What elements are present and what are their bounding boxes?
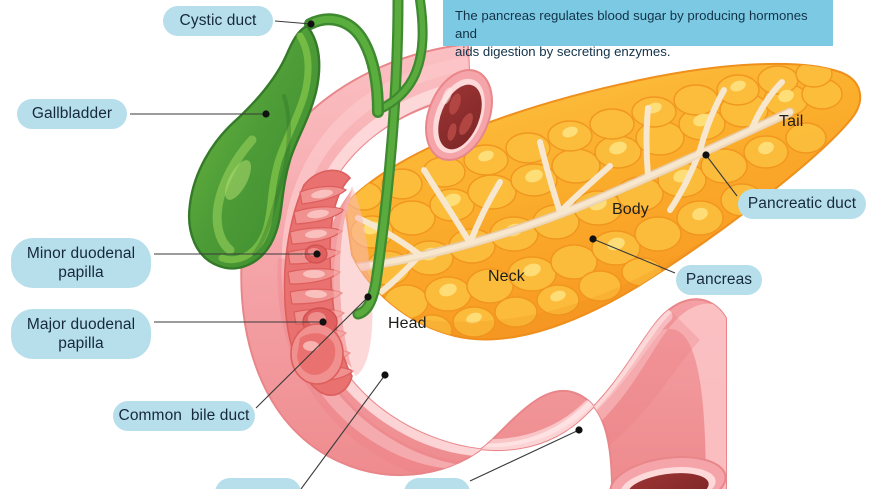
label-cystic-duct: Cystic duct bbox=[163, 6, 273, 36]
head-pointer-leader bbox=[300, 374, 386, 489]
label-common-bile-duct: Common bile duct bbox=[113, 401, 255, 431]
label-head: Head bbox=[388, 315, 427, 332]
duodenum-leader bbox=[469, 429, 580, 482]
label-tail: Tail bbox=[779, 113, 804, 130]
cystic-duct-leader bbox=[274, 20, 312, 25]
ampulla-region bbox=[290, 323, 344, 385]
pancreatic-duct-tree bbox=[347, 79, 795, 303]
info-caption: The pancreas regulates blood sugar by pr… bbox=[443, 0, 833, 59]
common-bile-duct-leader bbox=[255, 296, 369, 409]
bile-duct-system bbox=[304, 0, 428, 320]
duodenum-cut-end-lower bbox=[609, 456, 727, 489]
gallbladder bbox=[187, 24, 321, 270]
label-minor-papilla: Minor duodenal papilla bbox=[11, 238, 151, 288]
pancreas-leader-dot bbox=[589, 235, 597, 243]
label-major-papilla: Major duodenal papilla bbox=[11, 309, 151, 359]
label-bottom-label-right bbox=[404, 478, 470, 489]
label-body: Body bbox=[612, 201, 649, 218]
common-bile-duct-leader-dot bbox=[364, 293, 372, 301]
label-neck: Neck bbox=[488, 268, 525, 285]
gallbladder-leader-dot bbox=[262, 110, 270, 118]
pancreatic-duct-leader bbox=[705, 154, 738, 197]
leader-lines bbox=[130, 20, 738, 489]
leader-dots bbox=[262, 20, 710, 434]
duodenum-cut-end-upper bbox=[425, 68, 493, 162]
major-papilla-leader-dot bbox=[319, 318, 327, 326]
head-pointer-leader-dot bbox=[381, 371, 389, 379]
label-pancreatic-duct: Pancreatic duct bbox=[738, 189, 866, 219]
duodenum-leader-dot bbox=[575, 426, 583, 434]
label-bottom-label-left bbox=[215, 478, 301, 489]
cystic-duct-leader-dot bbox=[307, 20, 315, 28]
label-gallbladder: Gallbladder bbox=[17, 99, 127, 129]
label-pancreas: Pancreas bbox=[676, 265, 762, 295]
pancreatic-duct-leader-dot bbox=[702, 151, 710, 159]
minor-papilla-leader-dot bbox=[313, 250, 321, 258]
pancreas-leader bbox=[592, 238, 676, 274]
